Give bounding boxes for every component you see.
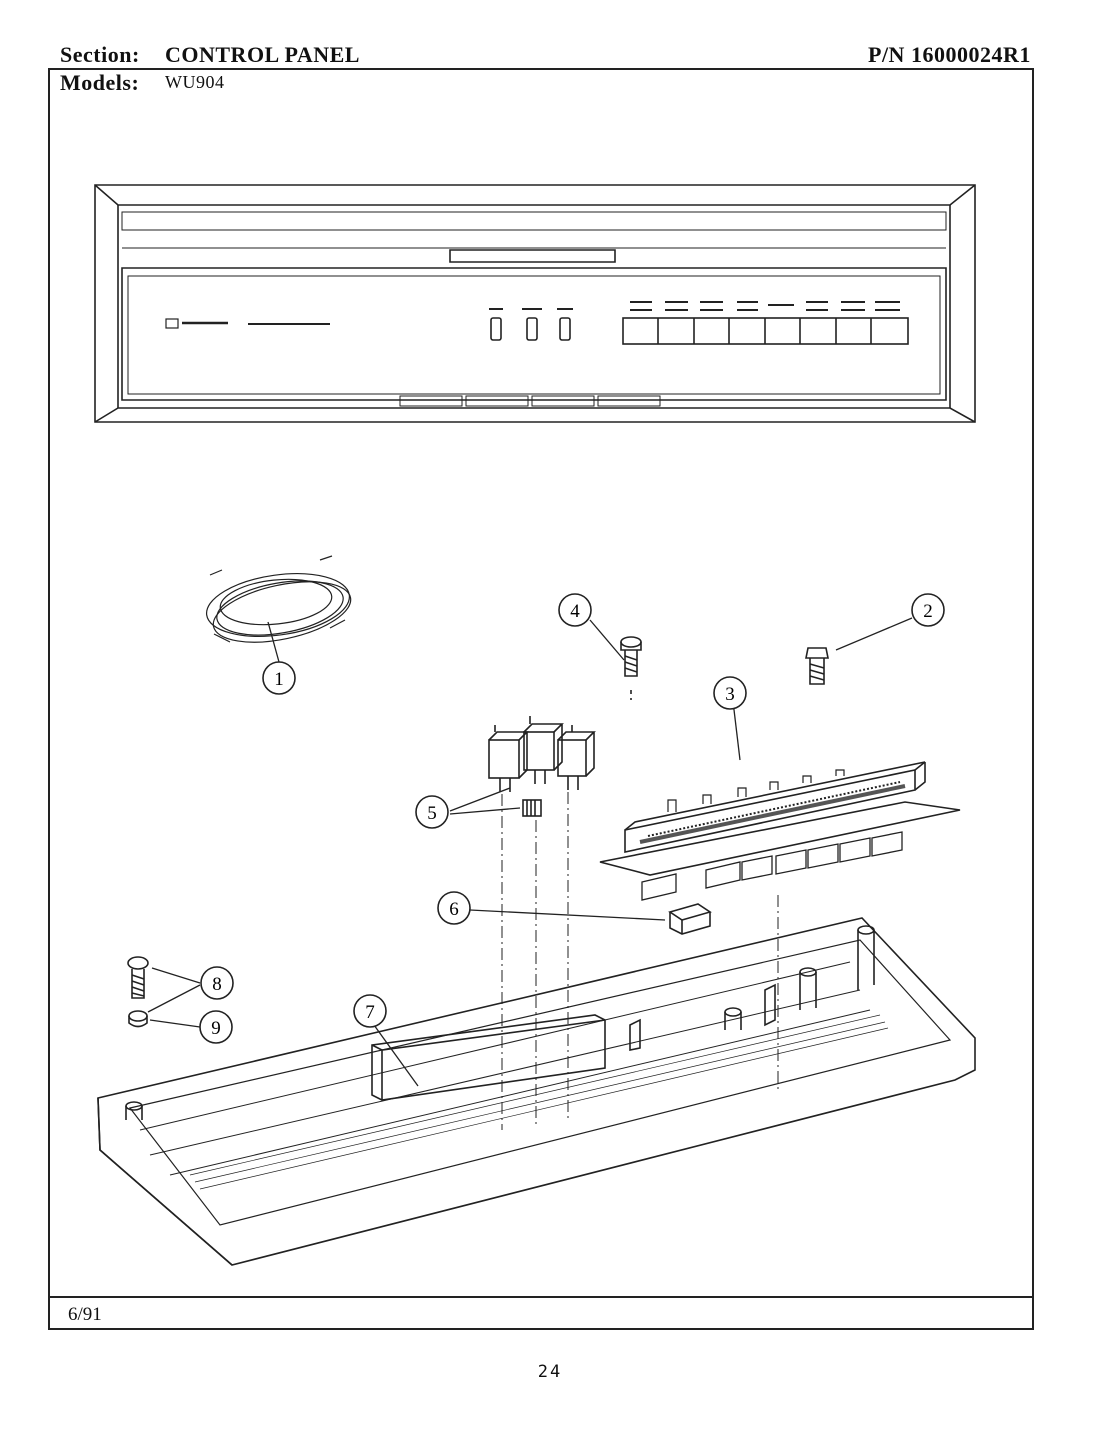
callout-6: 6 xyxy=(437,891,471,925)
wire-harness xyxy=(205,555,352,643)
relays xyxy=(488,716,596,817)
screw-and-cap xyxy=(127,956,149,1028)
footer-divider xyxy=(48,1296,1034,1298)
svg-text:5: 5 xyxy=(427,803,437,824)
callout-9: 9 xyxy=(199,1010,233,1044)
section-value: CONTROL PANEL xyxy=(165,42,360,67)
models-label: Models: xyxy=(60,70,140,95)
callout-3: 3 xyxy=(713,676,747,710)
callout-7: 7 xyxy=(353,994,387,1028)
svg-text:9: 9 xyxy=(211,1018,221,1039)
shoulder-screw xyxy=(620,636,642,700)
section-label: Section: xyxy=(60,42,140,67)
connector-block xyxy=(668,903,712,935)
assembly-lines xyxy=(501,792,779,1130)
hex-bolt xyxy=(805,647,829,685)
svg-text:4: 4 xyxy=(570,601,580,622)
svg-text:1: 1 xyxy=(274,669,284,690)
revision-date: 6/91 xyxy=(68,1304,102,1325)
diagram-frame xyxy=(48,68,1034,1330)
callout-markers: 1 2 3 4 5 6 7 8 xyxy=(199,593,945,1044)
svg-text:3: 3 xyxy=(725,684,735,705)
callout-5: 5 xyxy=(415,795,449,829)
indicator-switches xyxy=(489,308,573,341)
svg-text:6: 6 xyxy=(449,899,459,920)
console-housing xyxy=(97,917,976,1266)
models-value: WU904 xyxy=(165,72,225,92)
callout-2: 2 xyxy=(911,593,945,627)
part-number: P/N 16000024R1 xyxy=(868,42,1031,67)
callout-8: 8 xyxy=(200,966,234,1000)
page-number: 24 xyxy=(537,1362,563,1382)
control-panel-assembly-view xyxy=(94,184,976,423)
pushbutton-row xyxy=(622,301,909,345)
svg-text:8: 8 xyxy=(212,974,222,995)
svg-text:7: 7 xyxy=(365,1002,375,1023)
leader-lines xyxy=(147,617,913,1087)
svg-text:2: 2 xyxy=(923,601,933,622)
callout-1: 1 xyxy=(262,661,296,695)
callout-4: 4 xyxy=(558,593,592,627)
control-board xyxy=(599,761,961,901)
